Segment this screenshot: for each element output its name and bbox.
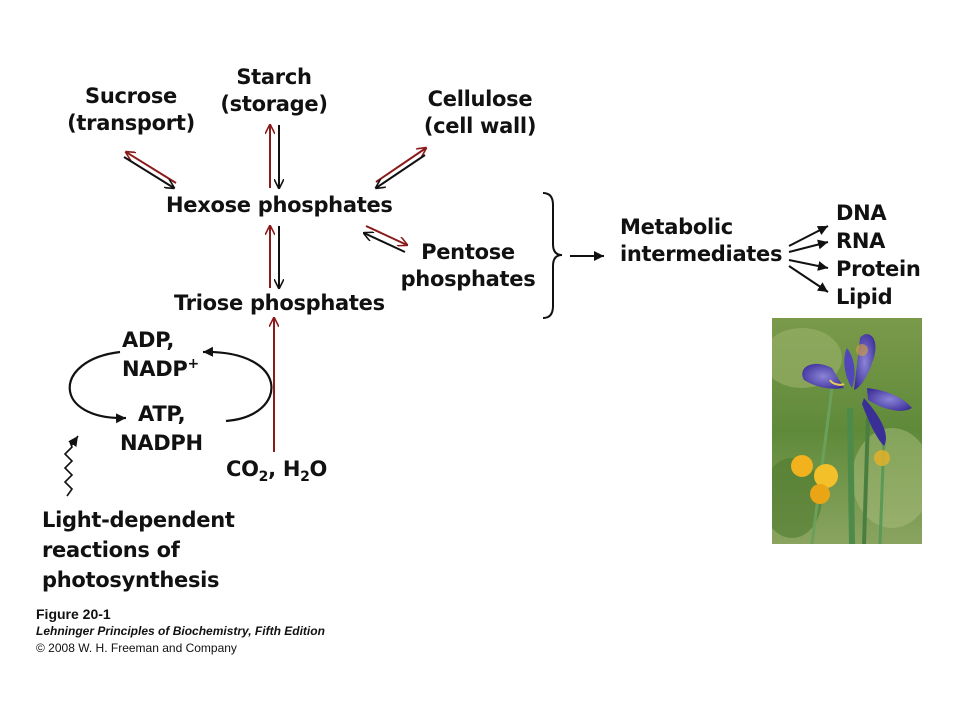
light-squiggle <box>63 441 74 497</box>
product-arrows <box>788 225 829 293</box>
starch-label: Starch <box>236 65 312 89</box>
adp-label: ADP, <box>122 328 174 352</box>
atp-label: ATP, <box>138 402 186 426</box>
pentose-label: Pentose <box>421 240 515 264</box>
brace <box>542 192 563 319</box>
product-rna: RNA <box>836 229 886 253</box>
iris-flower-photo <box>772 318 922 544</box>
hexose-cellulose-arrows <box>376 148 426 188</box>
nadp-label: NADP+ <box>122 356 199 381</box>
figure-number: Figure 20-1 <box>36 606 111 622</box>
nadph-label: NADPH <box>120 431 203 455</box>
metabolic-label: Metabolic <box>620 215 733 239</box>
copyright: © 2008 W. H. Freeman and Company <box>36 641 237 655</box>
hexose-pentose-arrows <box>364 225 407 253</box>
sucrose-hexose-arrows <box>123 152 177 188</box>
sucrose-node: Sucrose (transport) <box>60 83 202 137</box>
light-line1: Light-dependent <box>42 508 235 532</box>
triose-phosphates-node: Triose phosphates <box>174 291 385 315</box>
nadp-plus: + <box>187 356 199 372</box>
product-dna: DNA <box>836 201 887 225</box>
pentose-phosphates-node: Pentose phosphates <box>393 239 543 293</box>
starch-sublabel: (storage) <box>220 92 328 116</box>
sucrose-label: Sucrose <box>85 84 177 108</box>
light-line2: reactions of <box>42 538 180 562</box>
starch-hexose-arrows <box>270 125 279 188</box>
cellulose-label: Cellulose <box>427 87 533 111</box>
atp-cycle-arrows <box>68 346 273 424</box>
hexose-phosphates-node: Hexose phosphates <box>166 193 393 217</box>
product-lipid: Lipid <box>836 285 893 309</box>
light-dependent-node: Light-dependent reactions of photosynthe… <box>42 505 235 595</box>
starch-node: Starch (storage) <box>206 64 342 118</box>
triose-hexose-arrows <box>270 226 279 288</box>
cellulose-sublabel: (cell wall) <box>423 114 537 138</box>
product-protein: Protein <box>836 257 921 281</box>
sucrose-sublabel: (transport) <box>67 111 195 135</box>
light-squiggle-head <box>68 435 79 448</box>
pentose-sublabel: phosphates <box>400 267 536 291</box>
metabolic-sublabel: intermediates <box>620 242 783 266</box>
cellulose-node: Cellulose (cell wall) <box>408 86 552 140</box>
light-line3: photosynthesis <box>42 568 220 592</box>
metabolic-intermediates-node: Metabolic intermediates <box>620 214 783 268</box>
atp-nadph-node: ATP, NADPH <box>120 400 203 458</box>
book-title: Lehninger Principles of Biochemistry, Fi… <box>36 624 325 638</box>
co2-h2o-node: CO2, H2O <box>226 457 328 486</box>
adp-nadp-node: ADP, NADP+ <box>122 326 199 384</box>
products-list: DNA RNA Protein Lipid <box>836 199 921 311</box>
